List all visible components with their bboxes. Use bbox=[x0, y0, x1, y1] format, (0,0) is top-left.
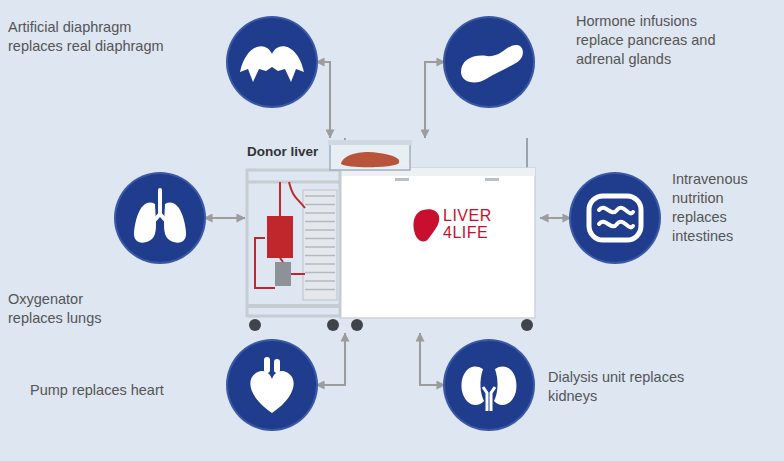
lungs-circle: Oxygenator replaces lungs bbox=[116, 174, 204, 262]
organ-icon bbox=[445, 18, 533, 106]
double-arrow bbox=[420, 333, 445, 385]
double-arrow bbox=[425, 62, 445, 138]
kidneys-circle: Dialysis unit replaces kidneys bbox=[445, 341, 533, 429]
organ-label: Artificial diaphragm replaces real diaph… bbox=[8, 18, 183, 56]
organ-icon bbox=[571, 174, 659, 262]
perfusion-machine bbox=[245, 138, 540, 333]
diaphragm-circle: Artificial diaphragm replaces real diaph… bbox=[228, 18, 316, 106]
double-arrow bbox=[204, 217, 245, 219]
double-arrow bbox=[316, 333, 345, 385]
device-label: Donor liver bbox=[247, 144, 318, 159]
machine-node: Donor liverLIVER 4LIFE bbox=[245, 138, 540, 333]
organ-icon bbox=[445, 341, 533, 429]
organ-icon bbox=[116, 174, 204, 262]
pancreas-circle: Hormone infusions replace pancreas and a… bbox=[445, 18, 533, 106]
logo-text: LIVER 4LIFE bbox=[443, 208, 497, 242]
intestines-circle: Intravenous nutrition replaces intestine… bbox=[571, 174, 659, 262]
heart-circle: Pump replaces heart bbox=[228, 341, 316, 429]
organ-label: Pump replaces heart bbox=[30, 381, 210, 400]
organ-label: Dialysis unit replaces kidneys bbox=[548, 368, 718, 406]
double-arrow bbox=[316, 62, 330, 138]
organ-label: Oxygenator replaces lungs bbox=[8, 290, 123, 328]
organ-icon bbox=[228, 341, 316, 429]
organ-label: Hormone infusions replace pancreas and a… bbox=[576, 12, 736, 69]
organ-label: Intravenous nutrition replaces intestine… bbox=[672, 170, 762, 245]
double-arrow bbox=[540, 217, 571, 219]
organ-icon bbox=[228, 18, 316, 106]
